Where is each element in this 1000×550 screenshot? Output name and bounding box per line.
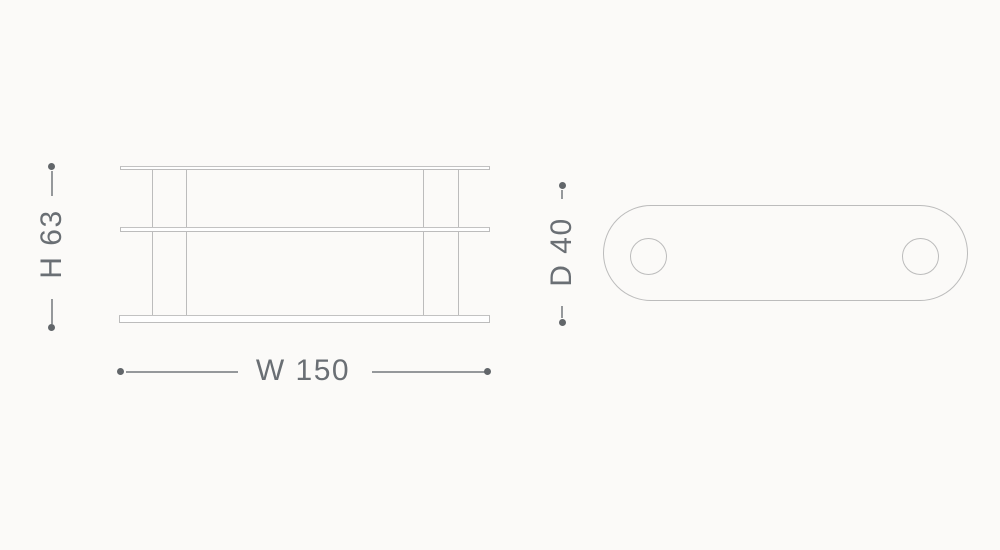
leg-circle-right (902, 238, 939, 275)
height-dim-upper-segment (51, 171, 53, 196)
width-dim-right-dot (484, 368, 491, 375)
width-dimension-label: W 150 (255, 354, 351, 387)
leg-circle-left (630, 238, 667, 275)
width-dim-left-segment (126, 371, 238, 373)
depth-dim-top-dot (559, 182, 566, 189)
depth-dim-bottom-dot (559, 319, 566, 326)
top-shelf-outline (120, 166, 490, 170)
bottom-shelf-outline (119, 315, 490, 323)
middle-shelf-outline (120, 227, 490, 232)
front-leg-line-outer-right (458, 169, 459, 316)
depth-dimension-label: D 40 (545, 217, 578, 287)
front-leg-line-inner-left (186, 169, 187, 316)
tabletop-outline (603, 205, 968, 301)
front-leg-line-inner-right (423, 169, 424, 316)
width-dim-left-dot (117, 368, 124, 375)
height-dim-lower-segment (51, 299, 53, 324)
height-dimension-label: H 63 (35, 209, 68, 279)
depth-dim-upper-segment (561, 190, 563, 199)
height-dim-bottom-dot (48, 324, 55, 331)
front-leg-line-outer-left (152, 169, 153, 316)
width-dim-right-segment (372, 371, 485, 373)
depth-dim-lower-segment (561, 306, 563, 318)
height-dim-top-dot (48, 163, 55, 170)
